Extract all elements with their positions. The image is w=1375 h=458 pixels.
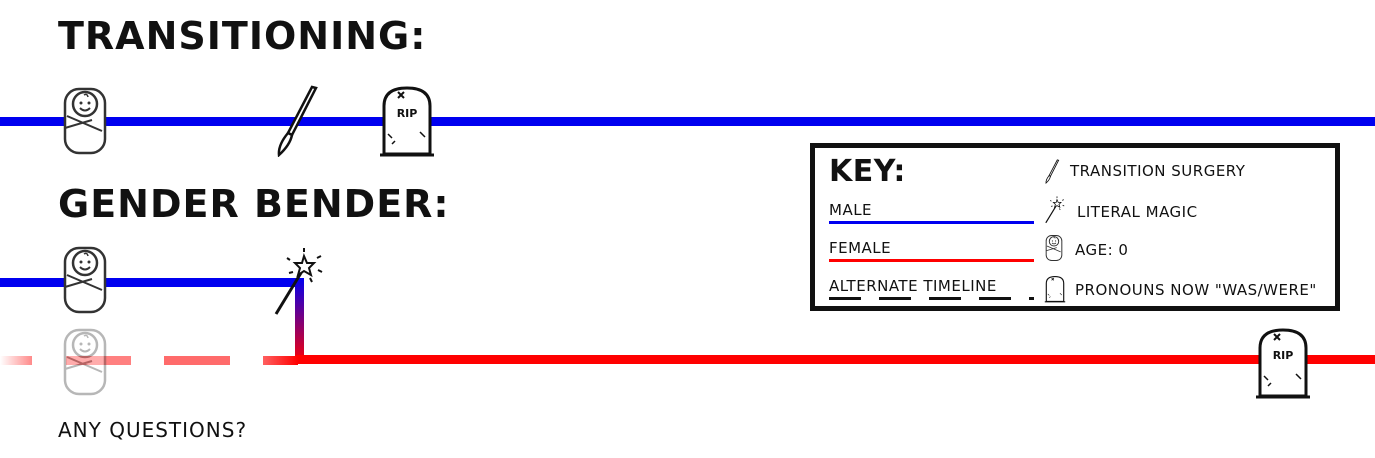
baby-icon [62,245,108,315]
legend-age-label: AGE: 0 [1075,241,1129,259]
tombstone-icon: RIP [1254,326,1312,400]
legend-male-label: MALE [829,201,873,219]
legend-female-line [829,259,1034,262]
legend-alternate-label: ALTERNATE TIMELINE [829,277,997,295]
ghost-baby-icon [62,327,108,397]
alternate-timeline-dash [263,356,298,365]
scalpel-icon [276,85,320,157]
magic-wand-icon [1045,196,1065,224]
legend-alternate-line [829,297,1034,300]
transition-connector [295,278,304,364]
legend-male-line [829,221,1034,224]
alternate-timeline-dash [0,356,32,365]
magic-wand-icon [274,248,324,316]
gender-bender-female-timeline [295,355,1375,364]
tombstone-icon [1044,275,1066,303]
scalpel-icon [1045,158,1060,185]
legend-pronouns-label: PRONOUNS NOW "WAS/WERE" [1075,281,1317,299]
alternate-timeline-dash [164,356,230,365]
baby-icon [62,86,108,156]
legend-surgery-label: TRANSITION SURGERY [1070,162,1246,180]
gender-bender-title: GENDER BENDER: [58,182,450,226]
gender-bender-male-timeline [0,278,304,287]
svg-text:RIP: RIP [1273,349,1294,362]
transitioning-male-timeline [0,117,1375,126]
svg-text:RIP: RIP [397,107,418,120]
transitioning-title: TRANSITIONING: [58,14,427,58]
tombstone-icon: RIP [378,84,436,158]
legend-female-label: FEMALE [829,239,892,257]
legend-title: KEY: [829,154,906,189]
closing-question: ANY QUESTIONS? [58,418,248,442]
legend-magic-label: LITERAL MAGIC [1077,203,1198,221]
baby-icon [1045,234,1063,262]
legend-box: KEY: MALE FEMALE ALTERNATE TIMELINE TRAN… [810,143,1340,311]
